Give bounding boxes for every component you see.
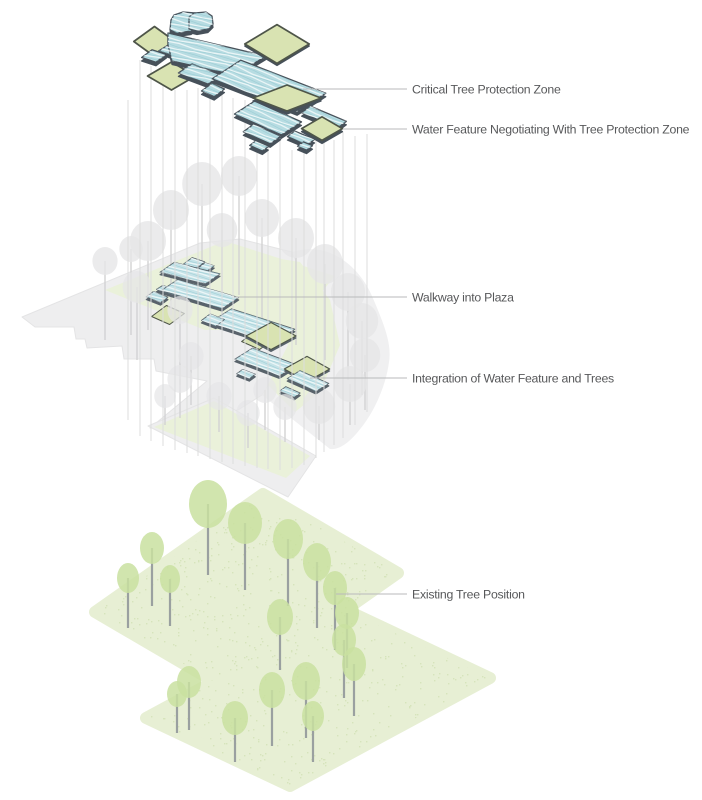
svg-text:Water Feature Negotiating With: Water Feature Negotiating With Tree Prot… xyxy=(412,123,690,137)
svg-text:Critical Tree Protection Zone: Critical Tree Protection Zone xyxy=(412,83,561,97)
svg-text:Existing Tree Position: Existing Tree Position xyxy=(412,588,525,602)
svg-text:Integration of Water Feature a: Integration of Water Feature and Trees xyxy=(412,372,614,386)
svg-text:Walkway into Plaza: Walkway into Plaza xyxy=(412,291,514,305)
